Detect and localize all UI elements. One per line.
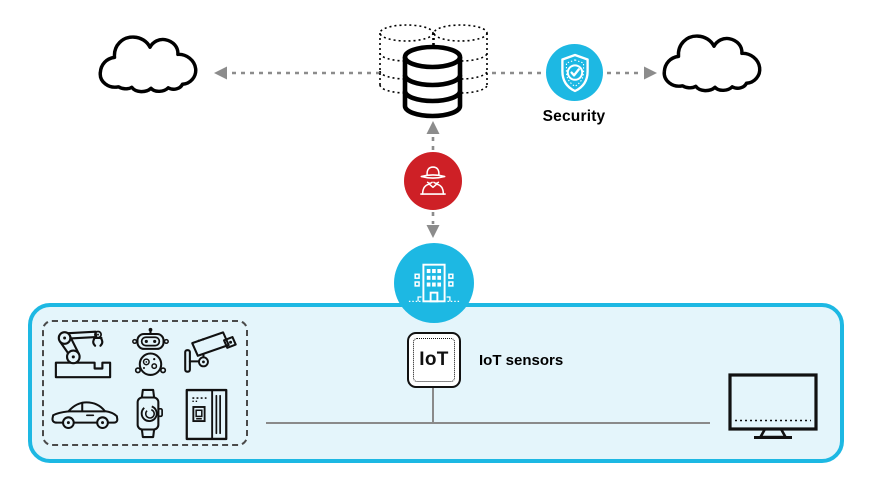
refrigerator-icon [185, 388, 228, 441]
smartwatch-icon [136, 388, 163, 439]
security-badge [546, 44, 603, 101]
monitor-icon [728, 373, 818, 439]
car-icon [51, 401, 119, 430]
hacker-icon [420, 166, 446, 195]
cloud-left-icon [98, 35, 198, 94]
security-label: Security [542, 108, 606, 125]
building-icon [408, 263, 460, 303]
cloud-right-icon [662, 34, 762, 93]
arrowhead-right [644, 66, 657, 80]
database-icon [379, 24, 488, 119]
iot-box-label: IoT [413, 338, 455, 382]
shield-check-icon [560, 53, 589, 92]
network-bus-line [266, 421, 710, 425]
device-group-box [42, 320, 248, 446]
arrowhead-down [426, 225, 440, 238]
iot-sensors-label: IoT sensors [479, 352, 564, 369]
attacker-badge [404, 152, 462, 210]
enterprise-badge [394, 243, 474, 323]
iot-sensor-node: IoT [407, 332, 461, 388]
robot-arm-icon [54, 330, 112, 379]
robot-icon [132, 327, 169, 376]
iot-drop-line [431, 388, 435, 422]
arrowhead-left [214, 66, 227, 80]
arrowhead-up [426, 121, 440, 134]
cctv-camera-icon [184, 331, 237, 373]
